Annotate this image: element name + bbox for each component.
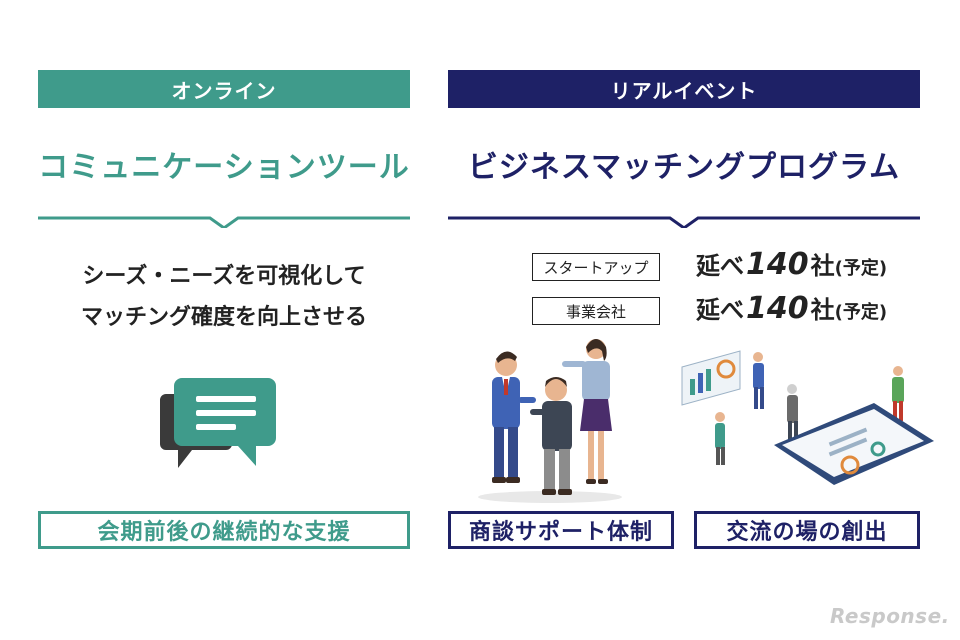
real-event-bottom-box-2: 交流の場の創出 bbox=[694, 511, 920, 549]
real-event-heading: ビジネスマッチングプログラム bbox=[467, 150, 901, 185]
startup-count-suffix: 社 bbox=[810, 252, 835, 280]
company-tag: 事業会社 bbox=[532, 297, 660, 325]
startup-tag-label: スタートアップ bbox=[543, 258, 649, 277]
online-bottom-box: 会期前後の継続的な支援 bbox=[38, 511, 410, 549]
online-bottom-label: 会期前後の継続的な支援 bbox=[97, 520, 351, 545]
tablet-networking-illustration bbox=[681, 350, 934, 485]
online-desc-line-2: マッチング確度を向上させる bbox=[80, 305, 367, 330]
startup-count-note: (予定) bbox=[834, 258, 888, 279]
company-count-number: 140 bbox=[746, 291, 809, 326]
online-divider bbox=[38, 216, 410, 228]
real-event-header-bar: リアルイベント bbox=[448, 70, 920, 108]
company-tag-label: 事業会社 bbox=[565, 302, 626, 321]
startup-count-number: 140 bbox=[746, 247, 809, 282]
company-count-note: (予定) bbox=[834, 302, 888, 323]
handshake-illustration bbox=[478, 339, 622, 503]
real-event-divider bbox=[448, 216, 920, 228]
response-watermark-logo: Response. bbox=[830, 604, 950, 628]
online-heading: コミュニケーションツール bbox=[38, 150, 410, 185]
startup-count-prefix: 延べ bbox=[696, 252, 744, 280]
online-desc-line-1: シーズ・ニーズを可視化して bbox=[82, 264, 366, 289]
real-event-bottom-box-1: 商談サポート体制 bbox=[448, 511, 674, 549]
chat-bubbles-icon bbox=[160, 378, 276, 468]
company-count-suffix: 社 bbox=[810, 296, 835, 324]
startup-count: 延べ140社(予定) bbox=[696, 246, 887, 282]
real-event-bottom-label-1: 商談サポート体制 bbox=[468, 520, 653, 545]
real-event-label: リアルイベント bbox=[610, 78, 758, 103]
online-label: オンライン bbox=[171, 78, 277, 103]
real-event-bottom-label-2: 交流の場の創出 bbox=[726, 520, 888, 545]
startup-tag: スタートアップ bbox=[532, 253, 660, 281]
company-count-prefix: 延べ bbox=[696, 296, 744, 324]
online-header-bar: オンライン bbox=[38, 70, 410, 108]
company-count: 延べ140社(予定) bbox=[696, 290, 887, 326]
